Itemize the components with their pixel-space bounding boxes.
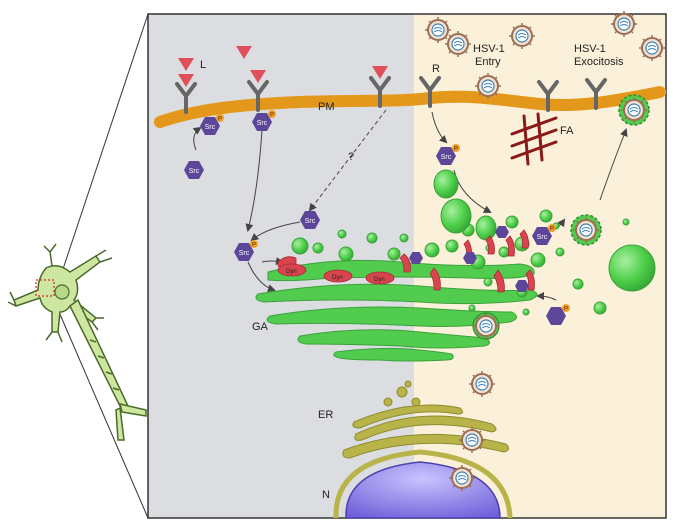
hsv-exocytosis-label-1: HSV-1 — [574, 43, 606, 55]
nucleus-label: N — [322, 489, 330, 501]
zoom-line-bottom — [55, 304, 149, 519]
src-molecule: Src P — [200, 114, 224, 135]
src-molecules: Src Src P Src P Src Src P Src P — [184, 110, 570, 325]
dyn-labels: Dyn Dyn Dyn — [286, 269, 385, 283]
golgi-label: GA — [252, 321, 269, 333]
src-molecule — [463, 252, 477, 264]
src-molecule: Src — [300, 211, 320, 229]
phospho-label: P — [270, 113, 274, 119]
src-label: Src — [537, 234, 548, 241]
src-label: Src — [441, 154, 452, 161]
plasma-membrane-label: PM — [318, 101, 335, 113]
src-molecule: P — [546, 304, 570, 325]
src-molecule — [515, 280, 529, 292]
neuron-overview — [7, 13, 149, 519]
dyn-label: Dyn — [374, 277, 385, 283]
phospho-label: P — [564, 307, 568, 313]
src-molecule — [495, 226, 509, 238]
hsv-entry-label-1: HSV-1 — [473, 43, 505, 55]
src-label: Src — [257, 120, 268, 127]
src-label: Src — [305, 218, 316, 225]
phospho-label: P — [550, 227, 554, 233]
phospho-label: P — [454, 147, 458, 153]
dynamin-molecules — [277, 229, 535, 293]
src-molecule: Src P — [252, 110, 276, 131]
src-label: Src — [189, 168, 200, 175]
dyn-label: Dyn — [332, 275, 343, 281]
focal-adhesion — [510, 112, 558, 166]
focal-adhesion-label: FA — [560, 125, 574, 137]
zoom-line-top — [55, 13, 149, 291]
src-molecule — [409, 252, 423, 264]
src-molecule: Src P — [532, 224, 556, 245]
golgi-vesicles — [291, 169, 656, 316]
viral-transport-vesicles — [468, 214, 602, 398]
exocytosis-vesicle — [618, 94, 650, 126]
receptor-label: R — [432, 63, 440, 75]
ligand-label: L — [200, 59, 206, 71]
phospho-label: P — [218, 117, 222, 123]
src-molecule: Src P — [436, 144, 460, 165]
src-label: Src — [205, 124, 216, 131]
src-label: Src — [239, 250, 250, 257]
src-molecule: Src P — [234, 240, 258, 261]
golgi-apparatus — [255, 259, 538, 362]
er-label: ER — [318, 409, 333, 421]
dyn-label: Dyn — [286, 269, 297, 275]
hsv-entry-label-2: Entry — [475, 56, 501, 68]
zoom-region-box — [35, 279, 55, 297]
phospho-label: P — [252, 243, 256, 249]
src-molecule: Src — [184, 161, 204, 179]
unknown-pathway-label: ? — [348, 151, 354, 163]
hsv-exocytosis-label-2: Exocitosis — [574, 56, 624, 68]
